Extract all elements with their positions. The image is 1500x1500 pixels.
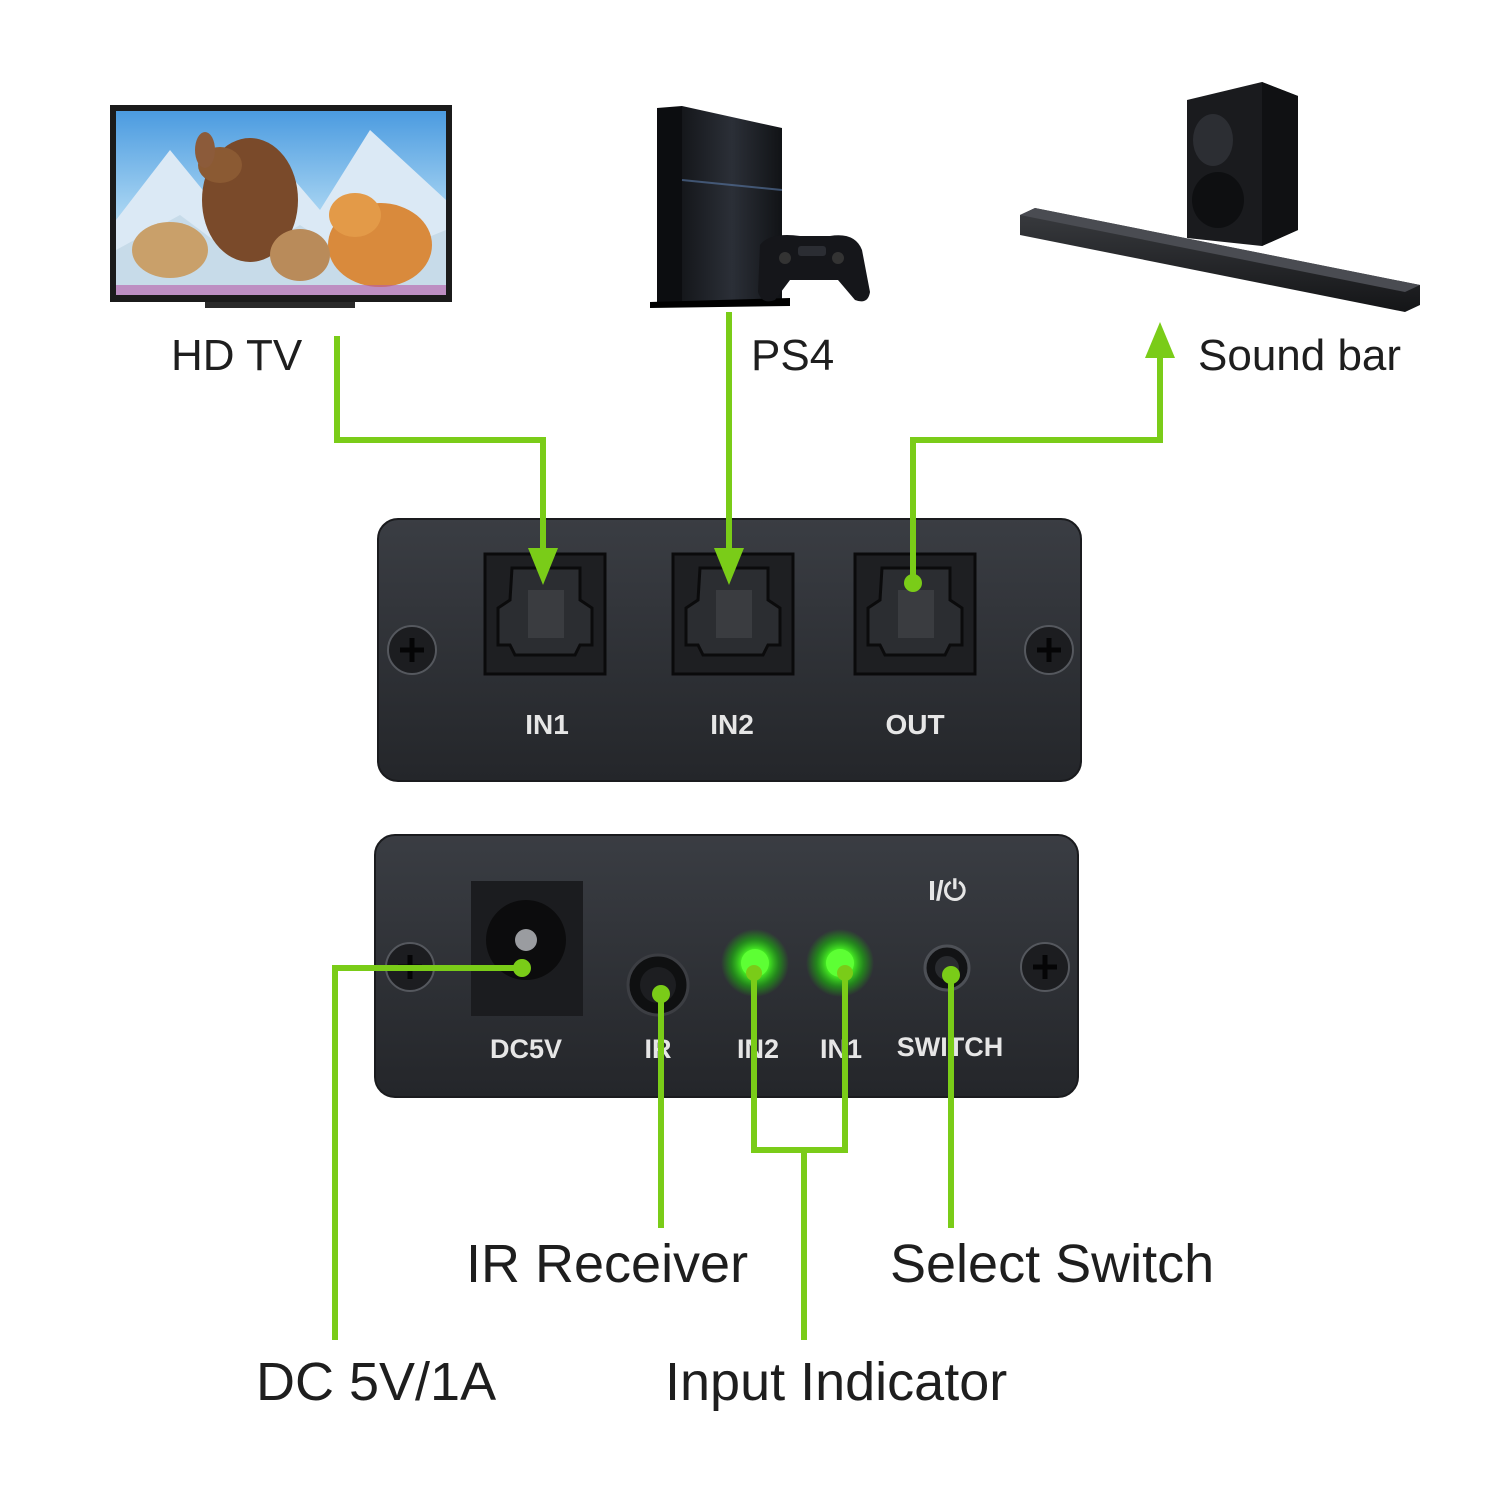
soundbar-label: Sound bar [1198, 331, 1401, 380]
callout-ir-receiver: IR Receiver [466, 1234, 748, 1294]
power-symbol-icon: I/⏻ [928, 875, 966, 906]
callout-dc-power: DC 5V/1A [256, 1352, 496, 1412]
dc-power-jack[interactable] [471, 881, 583, 1016]
hd-tv-label: HD TV [171, 331, 303, 380]
hd-tv-illustration [110, 105, 452, 308]
dot-ir-icon [652, 985, 670, 1003]
connection-wires [332, 312, 1175, 1340]
dot-dc-icon [513, 959, 531, 977]
ps4-console-illustration [650, 106, 870, 308]
bottom-panel: I/⏻ DC5V IR IN2 IN1 SWITCH [374, 834, 1079, 1098]
callout-select-switch: Select Switch [890, 1234, 1214, 1294]
wire-tv-to-in1 [334, 336, 546, 560]
port-label-in2: IN2 [710, 709, 754, 740]
wire-dc-callout [332, 965, 522, 1340]
screw-right-icon [1024, 625, 1074, 675]
dot-switch-icon [942, 966, 960, 984]
ps4-label: PS4 [751, 331, 834, 380]
led-in2-label: IN2 [737, 1034, 779, 1064]
port-label-in1: IN1 [525, 709, 569, 740]
dot-led-in2-icon [746, 965, 762, 981]
arrow-in1-icon [528, 548, 558, 585]
dot-out-icon [904, 574, 922, 592]
arrow-soundbar-icon [1145, 322, 1175, 358]
screw-left-icon [387, 625, 437, 675]
optical-port-in1[interactable] [483, 552, 607, 676]
dot-led-in1-icon [837, 965, 853, 981]
dc5v-label: DC5V [490, 1034, 562, 1064]
soundbar-illustration [1020, 82, 1420, 312]
led-in1-label: IN1 [820, 1034, 862, 1064]
wire-led-bracket [751, 973, 848, 1153]
led-in1-indicator [806, 929, 874, 997]
callout-input-indicator: Input Indicator [665, 1352, 1007, 1412]
screw-right-icon [1020, 942, 1070, 992]
arrow-in2-icon [714, 548, 744, 585]
port-label-out: OUT [885, 709, 944, 740]
optical-port-out[interactable] [853, 552, 977, 676]
wire-out-to-soundbar [910, 345, 1163, 583]
